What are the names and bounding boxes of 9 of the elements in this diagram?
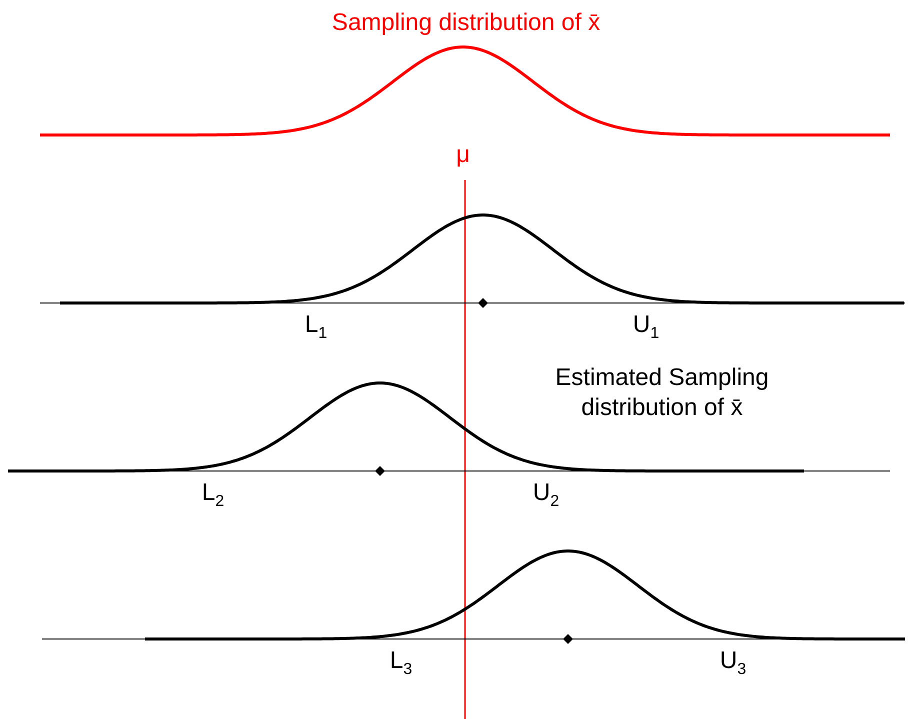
lower-limit-label: L$_{2}$ — [202, 478, 224, 508]
mean-label: μ — [456, 140, 470, 170]
lower-limit-label: L$_{3}$ — [390, 646, 412, 676]
upper-limit-label: U$_{1}$ — [632, 310, 660, 340]
lower-limit-label: L$_{1}$ — [304, 310, 328, 340]
curve-annotation: Estimated Sampling distribution of x̄ — [554, 363, 770, 423]
chart-title: Sampling distribution of x̄ — [332, 8, 600, 38]
upper-limit-label: U$_{2}$ — [532, 478, 560, 508]
upper-limit-label: U$_{3}$ — [720, 646, 746, 676]
